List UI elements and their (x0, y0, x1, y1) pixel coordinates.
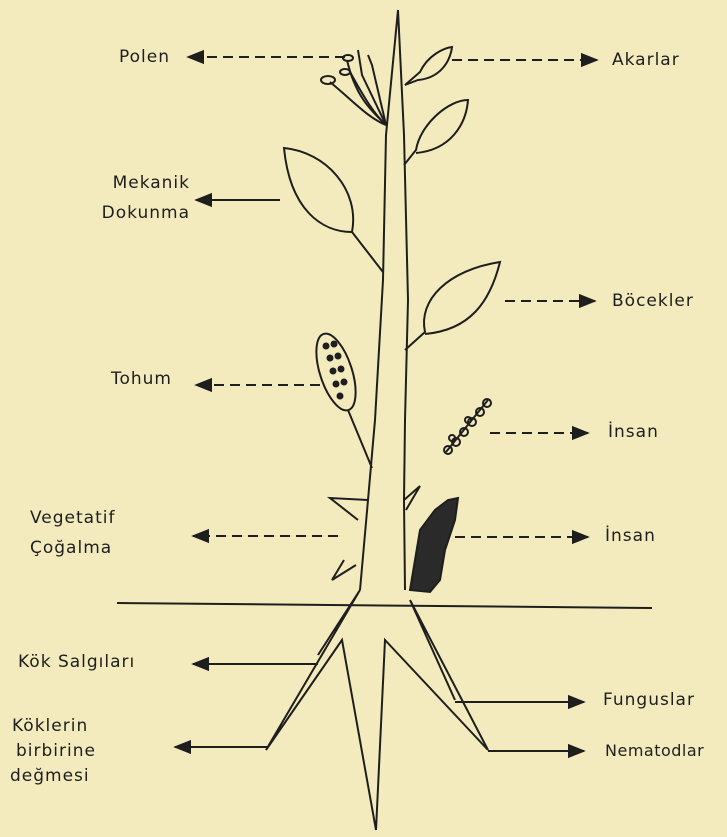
label-insan-1: İnsan (608, 421, 659, 443)
label-mekanik-2: Dokunma (30, 202, 190, 224)
pollen-stamens (321, 50, 386, 125)
label-tohum: Tohum (50, 368, 172, 390)
plant-roots (266, 590, 488, 830)
label-funguslar: Funguslar (603, 689, 695, 711)
label-bocekler: Böcekler (612, 290, 694, 312)
label-kok-salgilari: Kök Salgıları (18, 651, 135, 673)
leaf-upper-right (404, 100, 468, 165)
label-vegetatif-1: Vegetatif (30, 507, 115, 529)
label-koklerin-2: birbirine (16, 740, 96, 762)
label-vegetatif-2: Çoğalma (30, 537, 112, 559)
ground-line (117, 603, 652, 608)
leaf-middle-right (405, 262, 500, 350)
leaf-large-left (284, 148, 383, 272)
cutting (410, 498, 458, 592)
label-polen: Polen (60, 46, 170, 68)
label-akarlar: Akarlar (612, 49, 680, 71)
label-mekanik-1: Mekanik (30, 172, 190, 194)
label-koklerin-1: Köklerin (12, 715, 88, 737)
label-koklerin-3: değmesi (10, 765, 90, 787)
seed-stalk (348, 410, 372, 468)
leaf-top (405, 47, 452, 85)
label-insan-2: İnsan (605, 525, 656, 547)
label-nematodlar: Nematodlar (605, 740, 704, 762)
seed-chain (444, 399, 491, 454)
stem-spur-right (404, 486, 420, 510)
plant-stem (360, 10, 408, 590)
